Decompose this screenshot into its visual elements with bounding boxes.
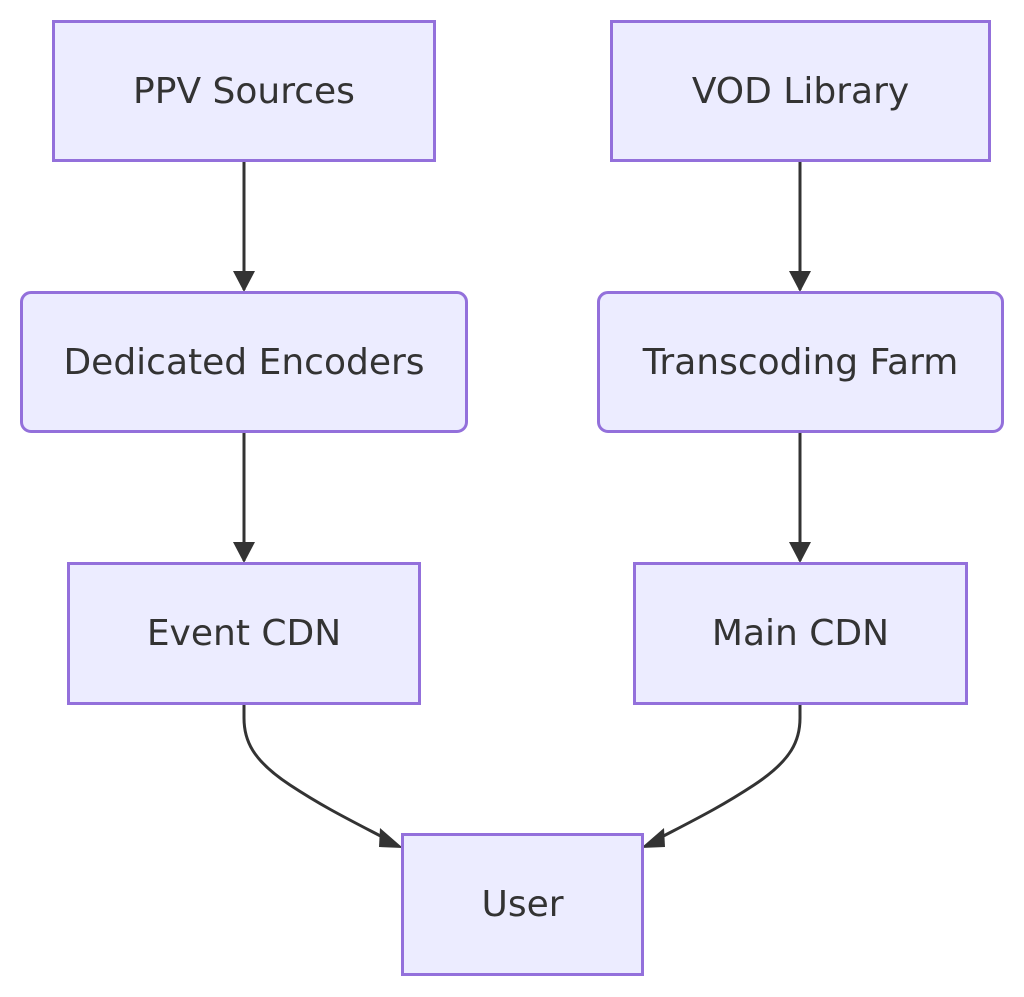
node-dedicated-encoders[interactable]: Dedicated Encoders	[20, 291, 468, 433]
arrowhead-transcoding-farm-to-main-cdn	[789, 542, 811, 563]
node-event-cdn[interactable]: Event CDN	[67, 562, 421, 705]
node-transcoding-farm-label: Transcoding Farm	[642, 341, 959, 383]
node-ppv-sources[interactable]: PPV Sources	[52, 20, 436, 162]
arrowhead-ppv-sources-to-dedicated-encoders	[233, 271, 255, 292]
node-main-cdn[interactable]: Main CDN	[633, 562, 968, 705]
node-main-cdn-label: Main CDN	[711, 613, 890, 654]
arrowhead-dedicated-encoders-to-event-cdn	[233, 542, 255, 563]
node-vod-library-label: VOD Library	[691, 70, 910, 112]
edge-event-cdn-to-user	[242, 705, 393, 844]
node-dedicated-encoders-label: Dedicated Encoders	[63, 341, 425, 383]
node-transcoding-farm[interactable]: Transcoding Farm	[597, 291, 1004, 433]
node-ppv-sources-label: PPV Sources	[133, 70, 355, 112]
node-user-label: User	[481, 884, 564, 925]
edge-main-cdn-to-user	[651, 705, 802, 844]
node-vod-library[interactable]: VOD Library	[610, 20, 991, 162]
arrowhead-main-cdn-to-user	[641, 828, 665, 848]
node-event-cdn-label: Event CDN	[146, 613, 342, 654]
node-user[interactable]: User	[401, 833, 644, 976]
arrowhead-vod-library-to-transcoding-farm	[789, 271, 811, 292]
arrowhead-event-cdn-to-user	[379, 828, 403, 848]
